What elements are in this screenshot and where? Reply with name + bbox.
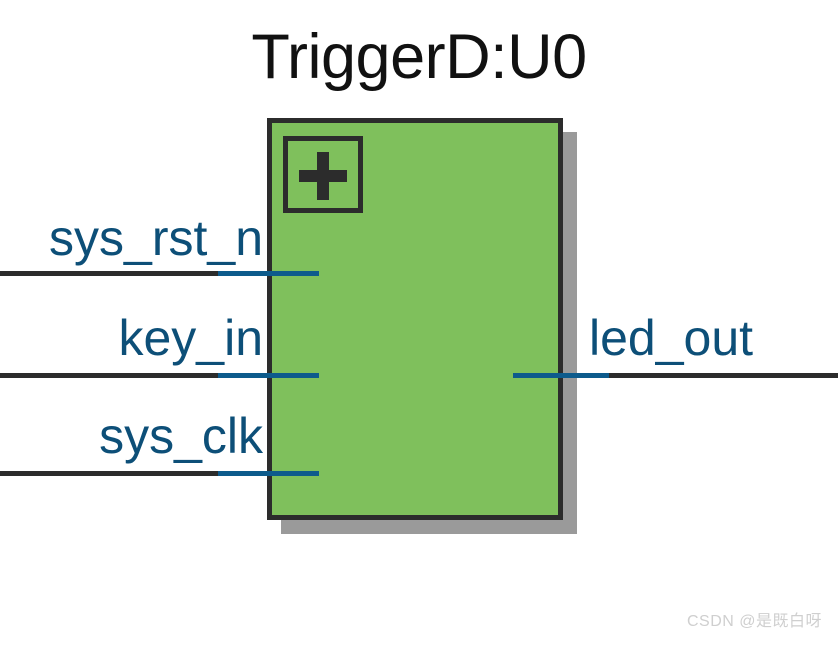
- port-label-input-2: sys_clk: [99, 408, 263, 464]
- input-wire-1-segment-outer[interactable]: [0, 373, 222, 378]
- input-wire-0-segment-pin[interactable]: [218, 271, 319, 276]
- page-title: TriggerD:U0: [251, 22, 587, 92]
- module-block[interactable]: [267, 118, 563, 520]
- input-wire-2-segment-pin[interactable]: [218, 471, 319, 476]
- output-wire-0-segment-outer[interactable]: [609, 373, 838, 378]
- watermark: CSDN @是既白呀: [686, 613, 822, 630]
- port-label-input-1: key_in: [118, 310, 263, 366]
- output-wire-0-segment-pin[interactable]: [513, 373, 613, 378]
- plus-vertical-bar: [317, 152, 329, 200]
- input-wire-2-segment-outer[interactable]: [0, 471, 222, 476]
- input-wire-1-segment-pin[interactable]: [218, 373, 319, 378]
- plus-expand-icon[interactable]: [283, 136, 363, 213]
- port-label-input-0: sys_rst_n: [49, 210, 263, 266]
- port-label-output-0: led_out: [589, 310, 754, 366]
- input-wire-0-segment-outer[interactable]: [0, 271, 222, 276]
